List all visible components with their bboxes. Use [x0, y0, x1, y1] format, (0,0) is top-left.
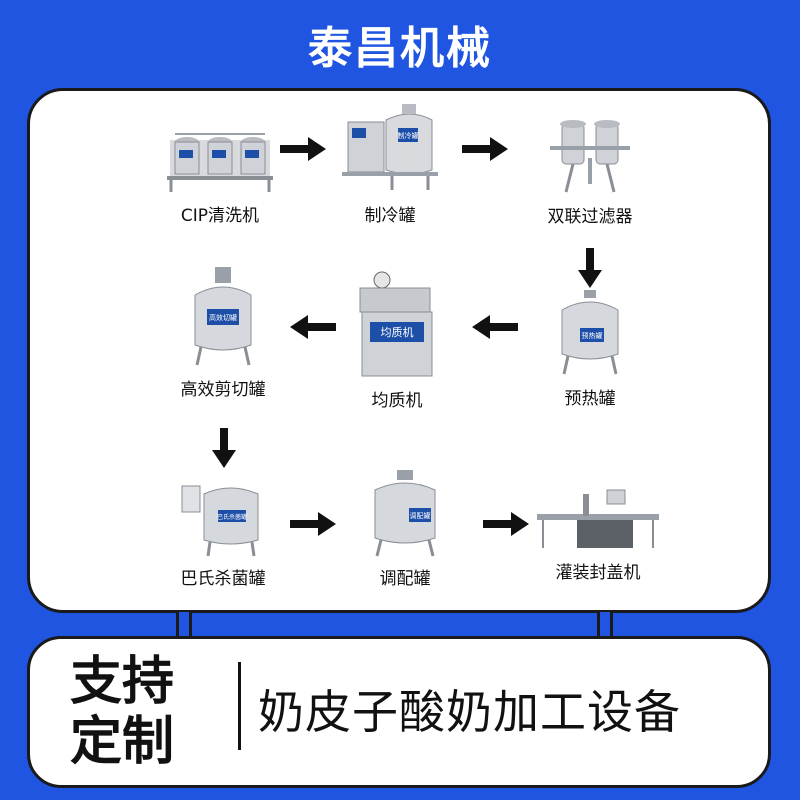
homogenizer-image: 均质机 — [359, 271, 433, 377]
shear-tank-image: 高效切罐 — [194, 267, 252, 366]
custom-support-line2: 定制 — [70, 712, 175, 772]
left-arrow-icon — [290, 315, 336, 339]
down-arrow-icon — [578, 248, 602, 288]
custom-support-line1: 支持 — [70, 652, 175, 712]
brand-title: 泰昌机械 — [308, 23, 492, 74]
customization-banner — [27, 636, 771, 788]
mixing-sign: 调配罐 — [410, 511, 431, 520]
pasteurizer-image: 巴氏杀菌罐 — [181, 485, 259, 557]
step-label: 巴氏杀菌罐 — [180, 569, 266, 589]
homogenizer-sign: 均质机 — [381, 325, 414, 339]
step-cip-cleaner: CIP清洗机 — [145, 120, 295, 226]
step-duplex-filter: 双联过滤器 — [515, 118, 665, 227]
step-pasteurizer: 巴氏杀菌罐 巴氏杀菌罐 — [148, 478, 298, 589]
duplex-filter-image — [550, 120, 630, 193]
step-label: 均质机 — [371, 391, 423, 411]
preheat-sign: 预热罐 — [582, 331, 603, 340]
step-label: CIP清洗机 — [180, 206, 260, 226]
step-label: 制冷罐 — [364, 206, 416, 226]
step-label: 预热罐 — [564, 389, 616, 409]
down-arrow-icon — [212, 428, 236, 468]
right-arrow-icon — [280, 137, 326, 161]
step-label: 调配罐 — [379, 569, 431, 589]
preheat-tank-image: 预热罐 — [561, 290, 619, 375]
step-mixing-tank: 调配罐 调配罐 — [330, 468, 480, 589]
step-homogenizer: 均质机 均质机 — [322, 270, 472, 411]
filling-machine-image — [537, 489, 659, 548]
step-filling-capping-machine: 灌装封盖机 — [523, 488, 673, 583]
pasteurizer-sign: 巴氏杀菌罐 — [217, 513, 247, 521]
mixing-tank-image: 调配罐 — [374, 470, 436, 557]
right-arrow-icon — [483, 512, 529, 536]
right-arrow-icon — [290, 512, 336, 536]
shear-sign: 高效切罐 — [209, 313, 237, 322]
cooling-sign: 制冷罐 — [398, 131, 419, 140]
cip-cleaner-image — [167, 133, 273, 192]
left-arrow-icon — [472, 315, 518, 339]
step-shear-tank: 高效切罐 高效剪切罐 — [148, 265, 298, 400]
banner-divider — [238, 662, 241, 750]
step-label: 高效剪切罐 — [180, 380, 266, 400]
step-cooling-tank: 制冷罐 制冷罐 — [315, 100, 465, 226]
step-preheat-tank: 预热罐 预热罐 — [515, 288, 665, 409]
step-label: 灌装封盖机 — [555, 563, 641, 583]
product-line-text: 奶皮子酸奶加工设备 — [258, 685, 681, 739]
panel-connector — [597, 612, 613, 638]
custom-support-tag: 支持 定制 — [70, 652, 210, 772]
cooling-tank-image: 制冷罐 — [342, 104, 438, 190]
right-arrow-icon — [462, 137, 508, 161]
step-label: 双联过滤器 — [547, 207, 633, 227]
panel-connector — [176, 612, 192, 638]
